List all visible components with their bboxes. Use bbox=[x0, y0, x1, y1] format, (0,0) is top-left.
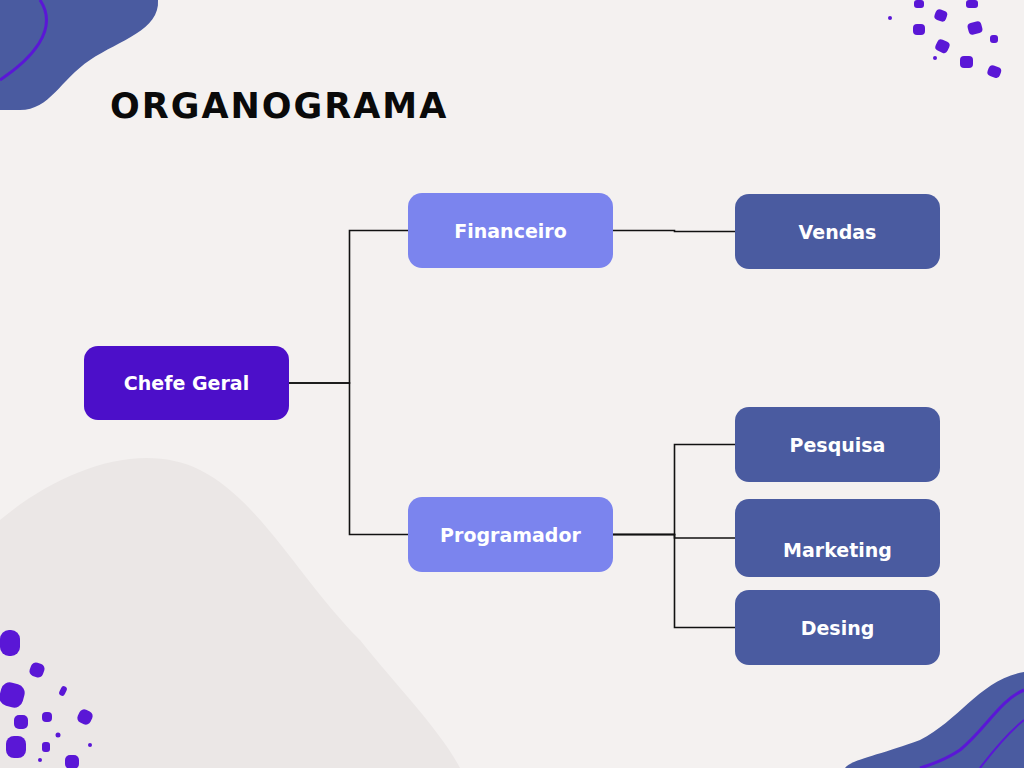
chief-box: Chefe Geral bbox=[84, 346, 289, 420]
dots bbox=[0, 0, 1002, 768]
connector-line bbox=[613, 231, 735, 232]
node-label: Chefe Geral bbox=[124, 372, 249, 394]
pale-blob bbox=[0, 458, 460, 768]
node-label: Vendas bbox=[799, 221, 877, 243]
team-box: Pesquisa bbox=[735, 407, 940, 482]
connector-line bbox=[613, 535, 735, 628]
corner-line bbox=[0, 0, 46, 80]
connector-line bbox=[613, 445, 735, 535]
corner-blob bbox=[845, 672, 1024, 768]
node-label: Desing bbox=[801, 617, 875, 639]
department-box: Financeiro bbox=[408, 193, 613, 268]
team-box: Marketing bbox=[735, 499, 940, 577]
node-label: Programador bbox=[440, 524, 581, 546]
diagram-title: ORGANOGRAMA bbox=[110, 86, 448, 126]
team-box: Vendas bbox=[735, 194, 940, 269]
connector-line bbox=[289, 383, 408, 535]
team-box: Desing bbox=[735, 590, 940, 665]
corner-line bbox=[920, 690, 1024, 768]
department-box: Programador bbox=[408, 497, 613, 572]
node-label: Marketing bbox=[783, 539, 892, 561]
node-label: Pesquisa bbox=[790, 434, 886, 456]
corner-line bbox=[980, 720, 1024, 768]
connector-line bbox=[289, 231, 408, 384]
node-label: Financeiro bbox=[454, 220, 566, 242]
